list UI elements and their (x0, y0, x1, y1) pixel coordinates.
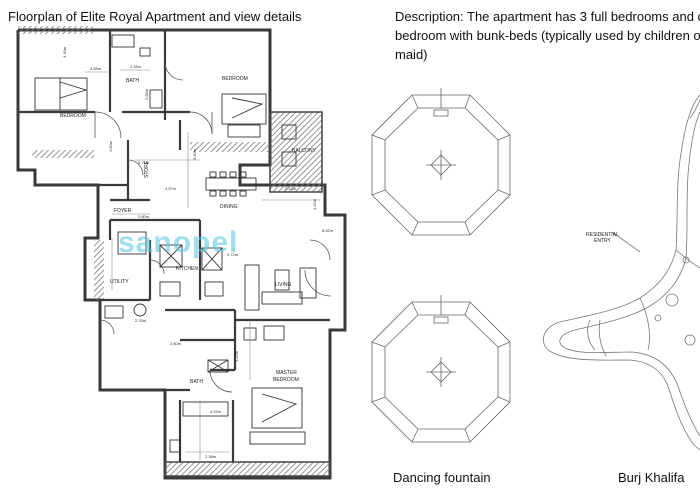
dimension-label: 1.80m (108, 140, 113, 152)
room-label: DINING (220, 204, 238, 210)
dimension-label: 2.80m (138, 214, 150, 219)
dimension-label: 4.22m (234, 350, 239, 362)
description-line: maid) (395, 47, 428, 62)
dimension-label: 4.30m (62, 46, 67, 58)
room-label: BEDROOM (273, 377, 299, 383)
dimension-label: 2.15m (285, 186, 297, 191)
watermark-text: sanopel (118, 226, 238, 259)
dimension-label: 2.72m (227, 252, 239, 257)
description-line: Description: The apartment has 3 full be… (395, 9, 700, 24)
dimension-labels: 4.30m 3.05m 2.45m 2.85m 3.50m 4.57m 2.15… (62, 46, 334, 459)
furniture (34, 34, 317, 453)
fountain-caption: Dancing fountain (393, 470, 491, 485)
dimension-label: 3.05m (90, 66, 102, 71)
room-labels: BEDROOM BATH BEDROOM BALCONY STORE DININ… (60, 76, 317, 385)
room-label: FOYER (114, 208, 132, 214)
dimension-label: 3.75m (138, 160, 150, 165)
room-label: BEDROOM (222, 76, 248, 82)
room-label: MASTER (276, 370, 297, 376)
map-label: RESIDENTIAL (586, 232, 619, 238)
dimension-label: 2.25m (135, 318, 147, 323)
dimension-label: 2.38m (205, 454, 217, 459)
dimension-label: 2.85m (144, 88, 149, 100)
dimension-label: 2.45m (130, 64, 142, 69)
room-label: UTILITY (110, 279, 129, 285)
room-label: BALCONY (292, 148, 317, 154)
page-title: Floorplan of Elite Royal Apartment and v… (8, 9, 302, 24)
dimension-label: 1.42m (312, 198, 317, 210)
room-label: BEDROOM (60, 113, 86, 119)
dimension-label: 2.80m (170, 341, 182, 346)
room-label: LIVING (275, 282, 292, 288)
fountain-diagram-top (371, 88, 511, 236)
room-label: BATH (126, 78, 139, 84)
description-text: Description: The apartment has 3 full be… (395, 7, 700, 64)
dimension-label: 4.22m (210, 409, 222, 414)
room-label: KITCHEN (176, 266, 198, 272)
dimension-label: 6.52m (322, 228, 334, 233)
fountain-diagram-bottom (371, 295, 511, 443)
dimension-lines (85, 69, 320, 460)
room-label: BATH (190, 379, 203, 385)
dimension-label: 4.57m (165, 186, 177, 191)
burj-khalifa-plan (543, 94, 700, 451)
description-line: bedroom with bunk-beds (typically used b… (395, 28, 700, 43)
room-label: STORE (144, 160, 150, 178)
dimension-label: 3.50m (192, 148, 197, 160)
map-label: ENTRY (594, 238, 612, 244)
burj-khalifa-caption: Burj Khalifa (618, 470, 685, 485)
interior-walls (18, 30, 330, 462)
